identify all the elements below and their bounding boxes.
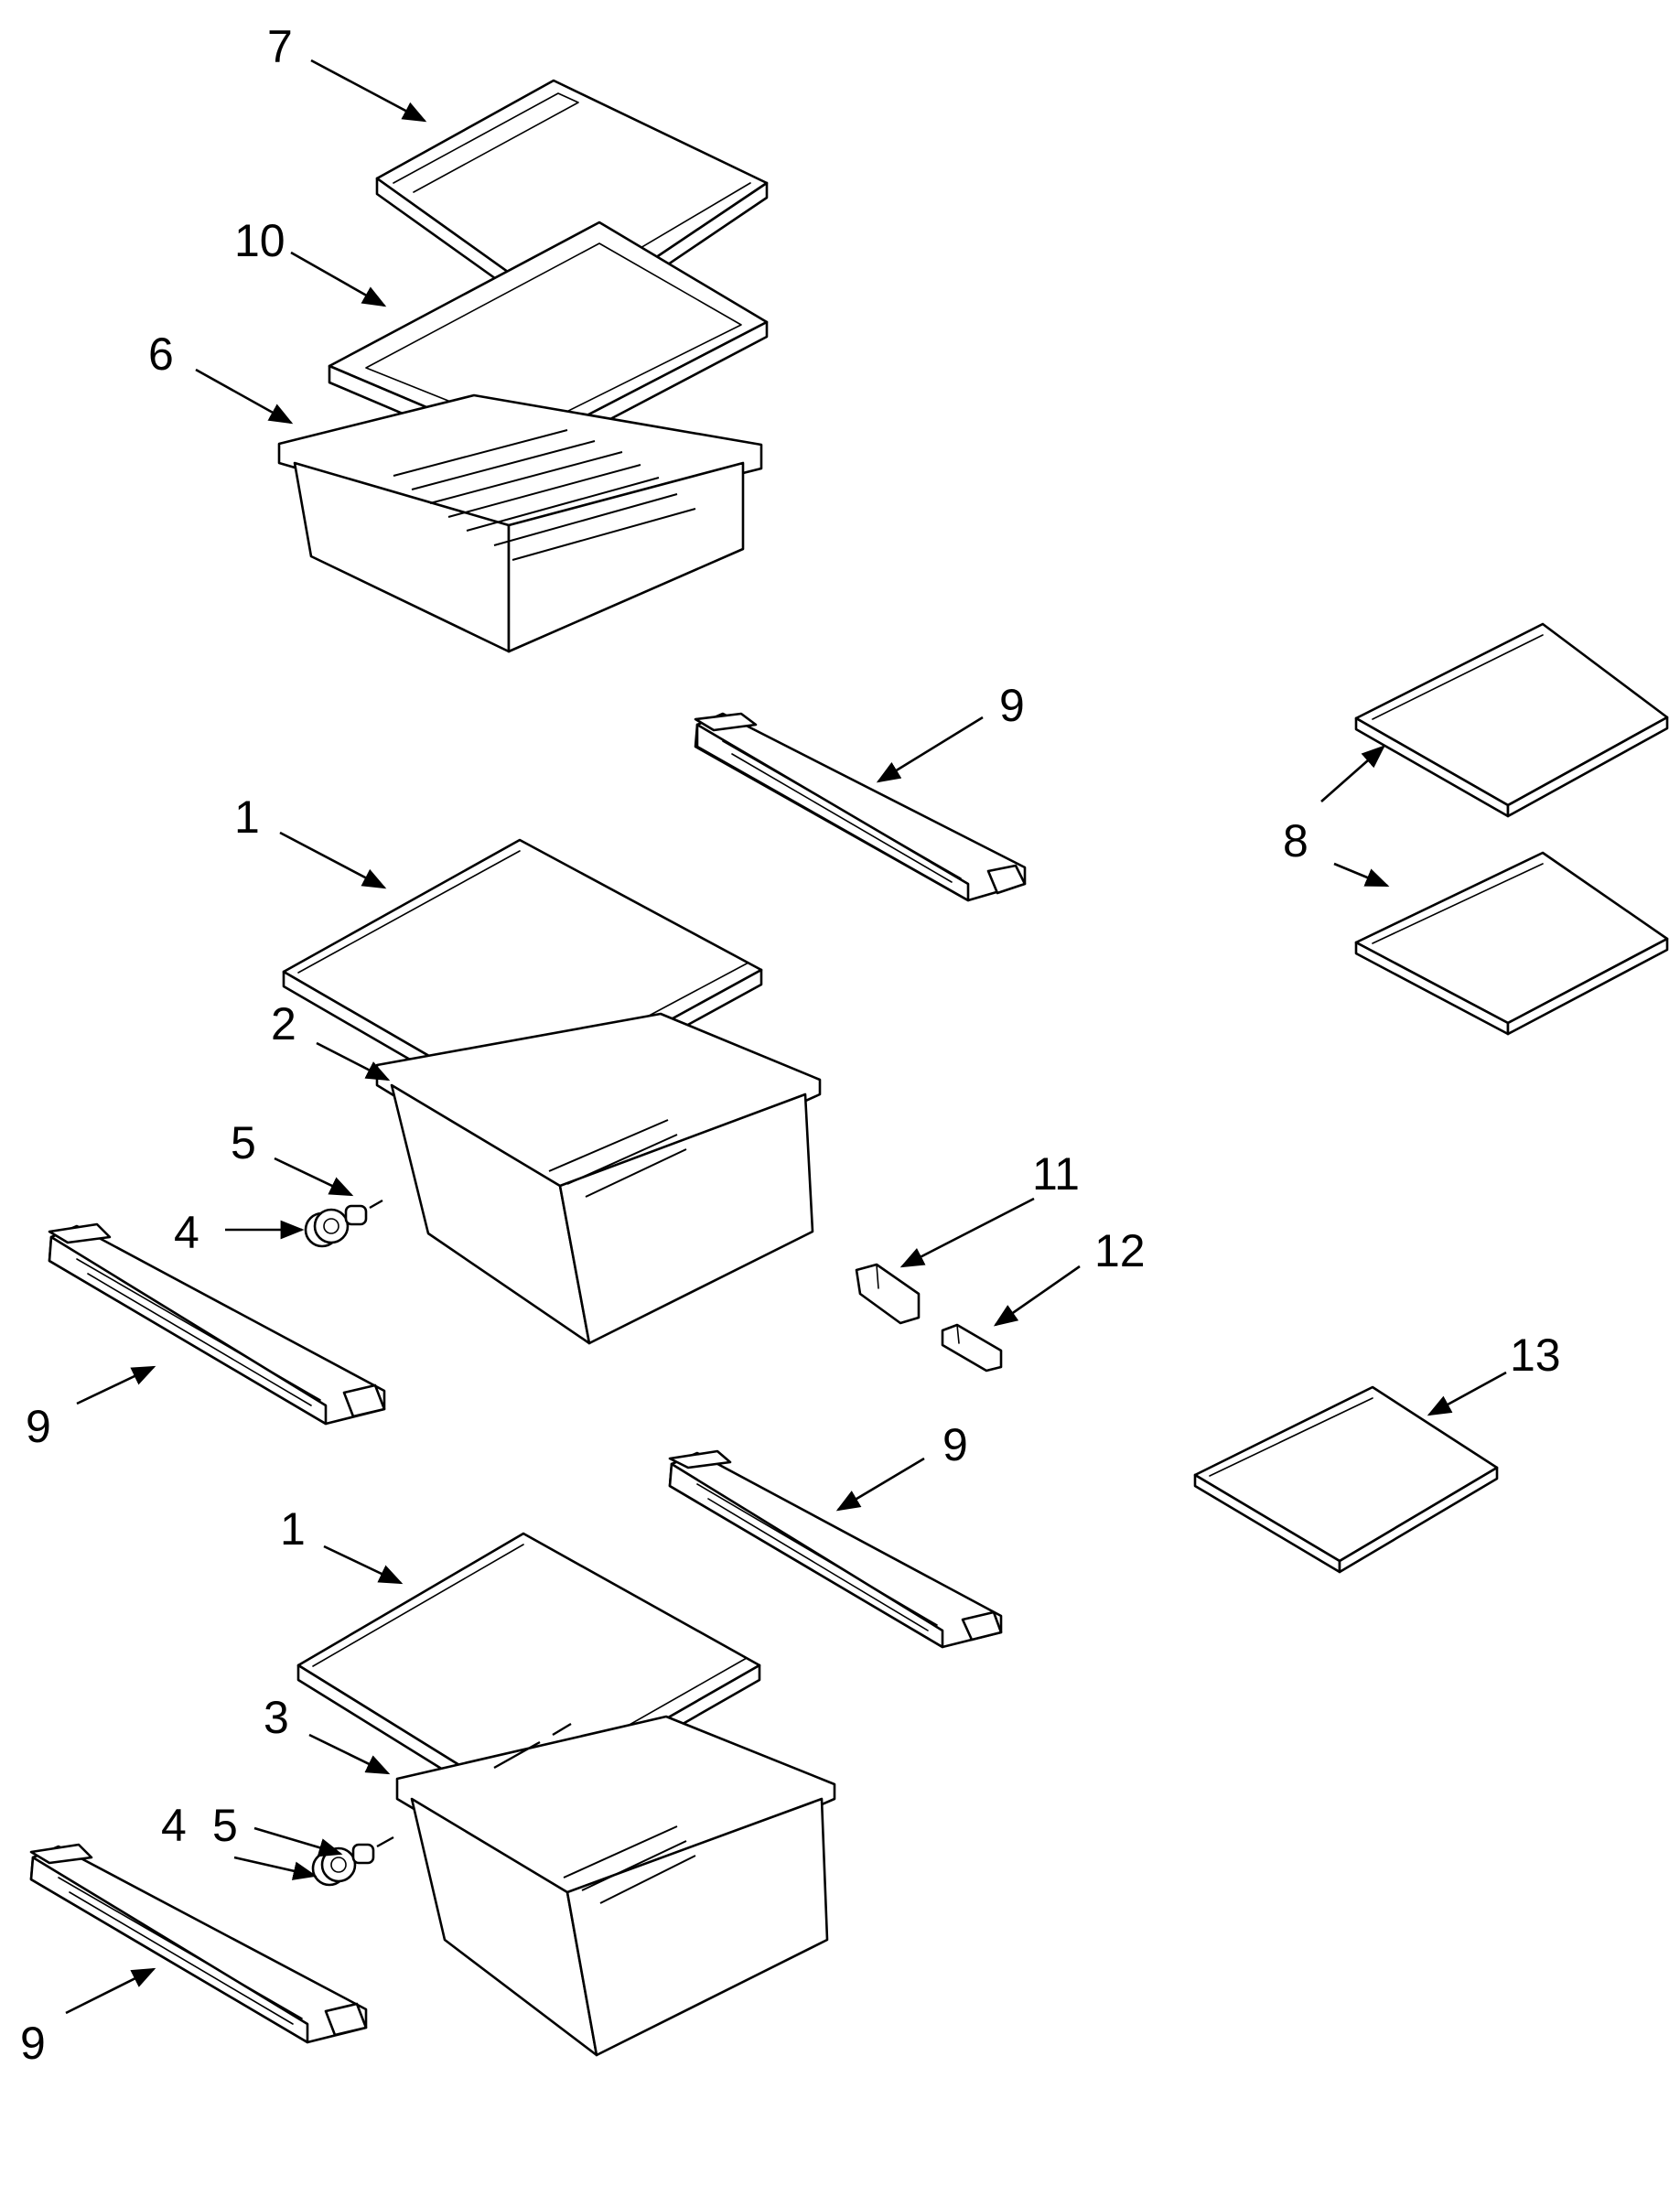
part-9-shelf-rail-left-upper	[48, 1222, 386, 1426]
part-9-shelf-rail-left-lower	[29, 1843, 368, 2044]
callout-9: 9	[26, 1401, 51, 1452]
part-11-clip	[855, 1263, 921, 1325]
part-4-roller-lower	[311, 1846, 357, 1887]
leader-2	[316, 1041, 391, 1082]
part-6-drawer-ribs	[393, 429, 696, 561]
part-3-crisper-drawer	[395, 1715, 836, 2057]
part-5-axle-upper	[344, 1204, 368, 1226]
axle-guide-lower-3	[376, 1835, 394, 1848]
axle-guide-lower-1	[493, 1740, 541, 1770]
callout-9: 9	[942, 1419, 968, 1470]
callout-12: 12	[1094, 1225, 1146, 1276]
callout-10: 10	[234, 215, 285, 266]
part-13-shelf	[1193, 1385, 1499, 1574]
leader-9a	[876, 716, 984, 783]
leader-arrows	[65, 59, 1507, 2015]
leader-1a	[279, 831, 387, 889]
callout-8: 8	[1283, 815, 1308, 867]
leader-11	[899, 1197, 1035, 1268]
leader-4b	[233, 1856, 318, 1880]
callout-4: 4	[161, 1800, 187, 1851]
leader-13	[1427, 1371, 1507, 1416]
leader-7	[310, 59, 427, 123]
part-5-axle-lower	[351, 1843, 375, 1865]
part-8-shelf-upper	[1354, 622, 1669, 818]
callout-13: 13	[1510, 1329, 1561, 1381]
part-12-bracket	[941, 1323, 1003, 1372]
leader-9d	[65, 1967, 156, 2015]
part-6-crisper-drawer	[277, 393, 763, 653]
leader-5a	[274, 1157, 354, 1197]
leader-3	[308, 1733, 391, 1775]
callout-7: 7	[267, 21, 293, 72]
callout-5: 5	[212, 1800, 238, 1851]
callout-1: 1	[280, 1503, 306, 1555]
leader-9b	[76, 1365, 156, 1405]
leader-10	[290, 251, 387, 307]
leader-12	[993, 1265, 1081, 1327]
callout-4: 4	[174, 1207, 199, 1258]
part-9-shelf-rail-upper	[694, 712, 1027, 902]
part-4-roller-upper	[304, 1208, 350, 1248]
callout-1: 1	[234, 791, 260, 843]
leader-8b	[1333, 862, 1390, 888]
leader-1b	[323, 1545, 404, 1585]
part-8-shelf-lower	[1354, 851, 1669, 1036]
callout-5: 5	[231, 1117, 256, 1168]
callout-11: 11	[1032, 1148, 1080, 1200]
part-9-shelf-rail-center-lower	[668, 1449, 1003, 1649]
axle-guide-upper	[369, 1199, 383, 1210]
leader-8a	[1320, 745, 1385, 802]
callout-9: 9	[20, 2018, 46, 2069]
part-2-crisper-drawer	[375, 1012, 822, 1345]
callout-9: 9	[999, 680, 1025, 731]
axle-guide-lower-2	[552, 1722, 572, 1737]
callout-3: 3	[264, 1692, 289, 1743]
callout-labels: 7 10 6 9 1 8 2 5 11 4 12 9 13 9 1 3 4 5 …	[20, 21, 1561, 2069]
leader-6	[195, 368, 294, 425]
callout-6: 6	[148, 328, 174, 380]
leader-9c	[835, 1457, 925, 1512]
callout-2: 2	[271, 998, 296, 1050]
leader-5b	[253, 1826, 343, 1857]
